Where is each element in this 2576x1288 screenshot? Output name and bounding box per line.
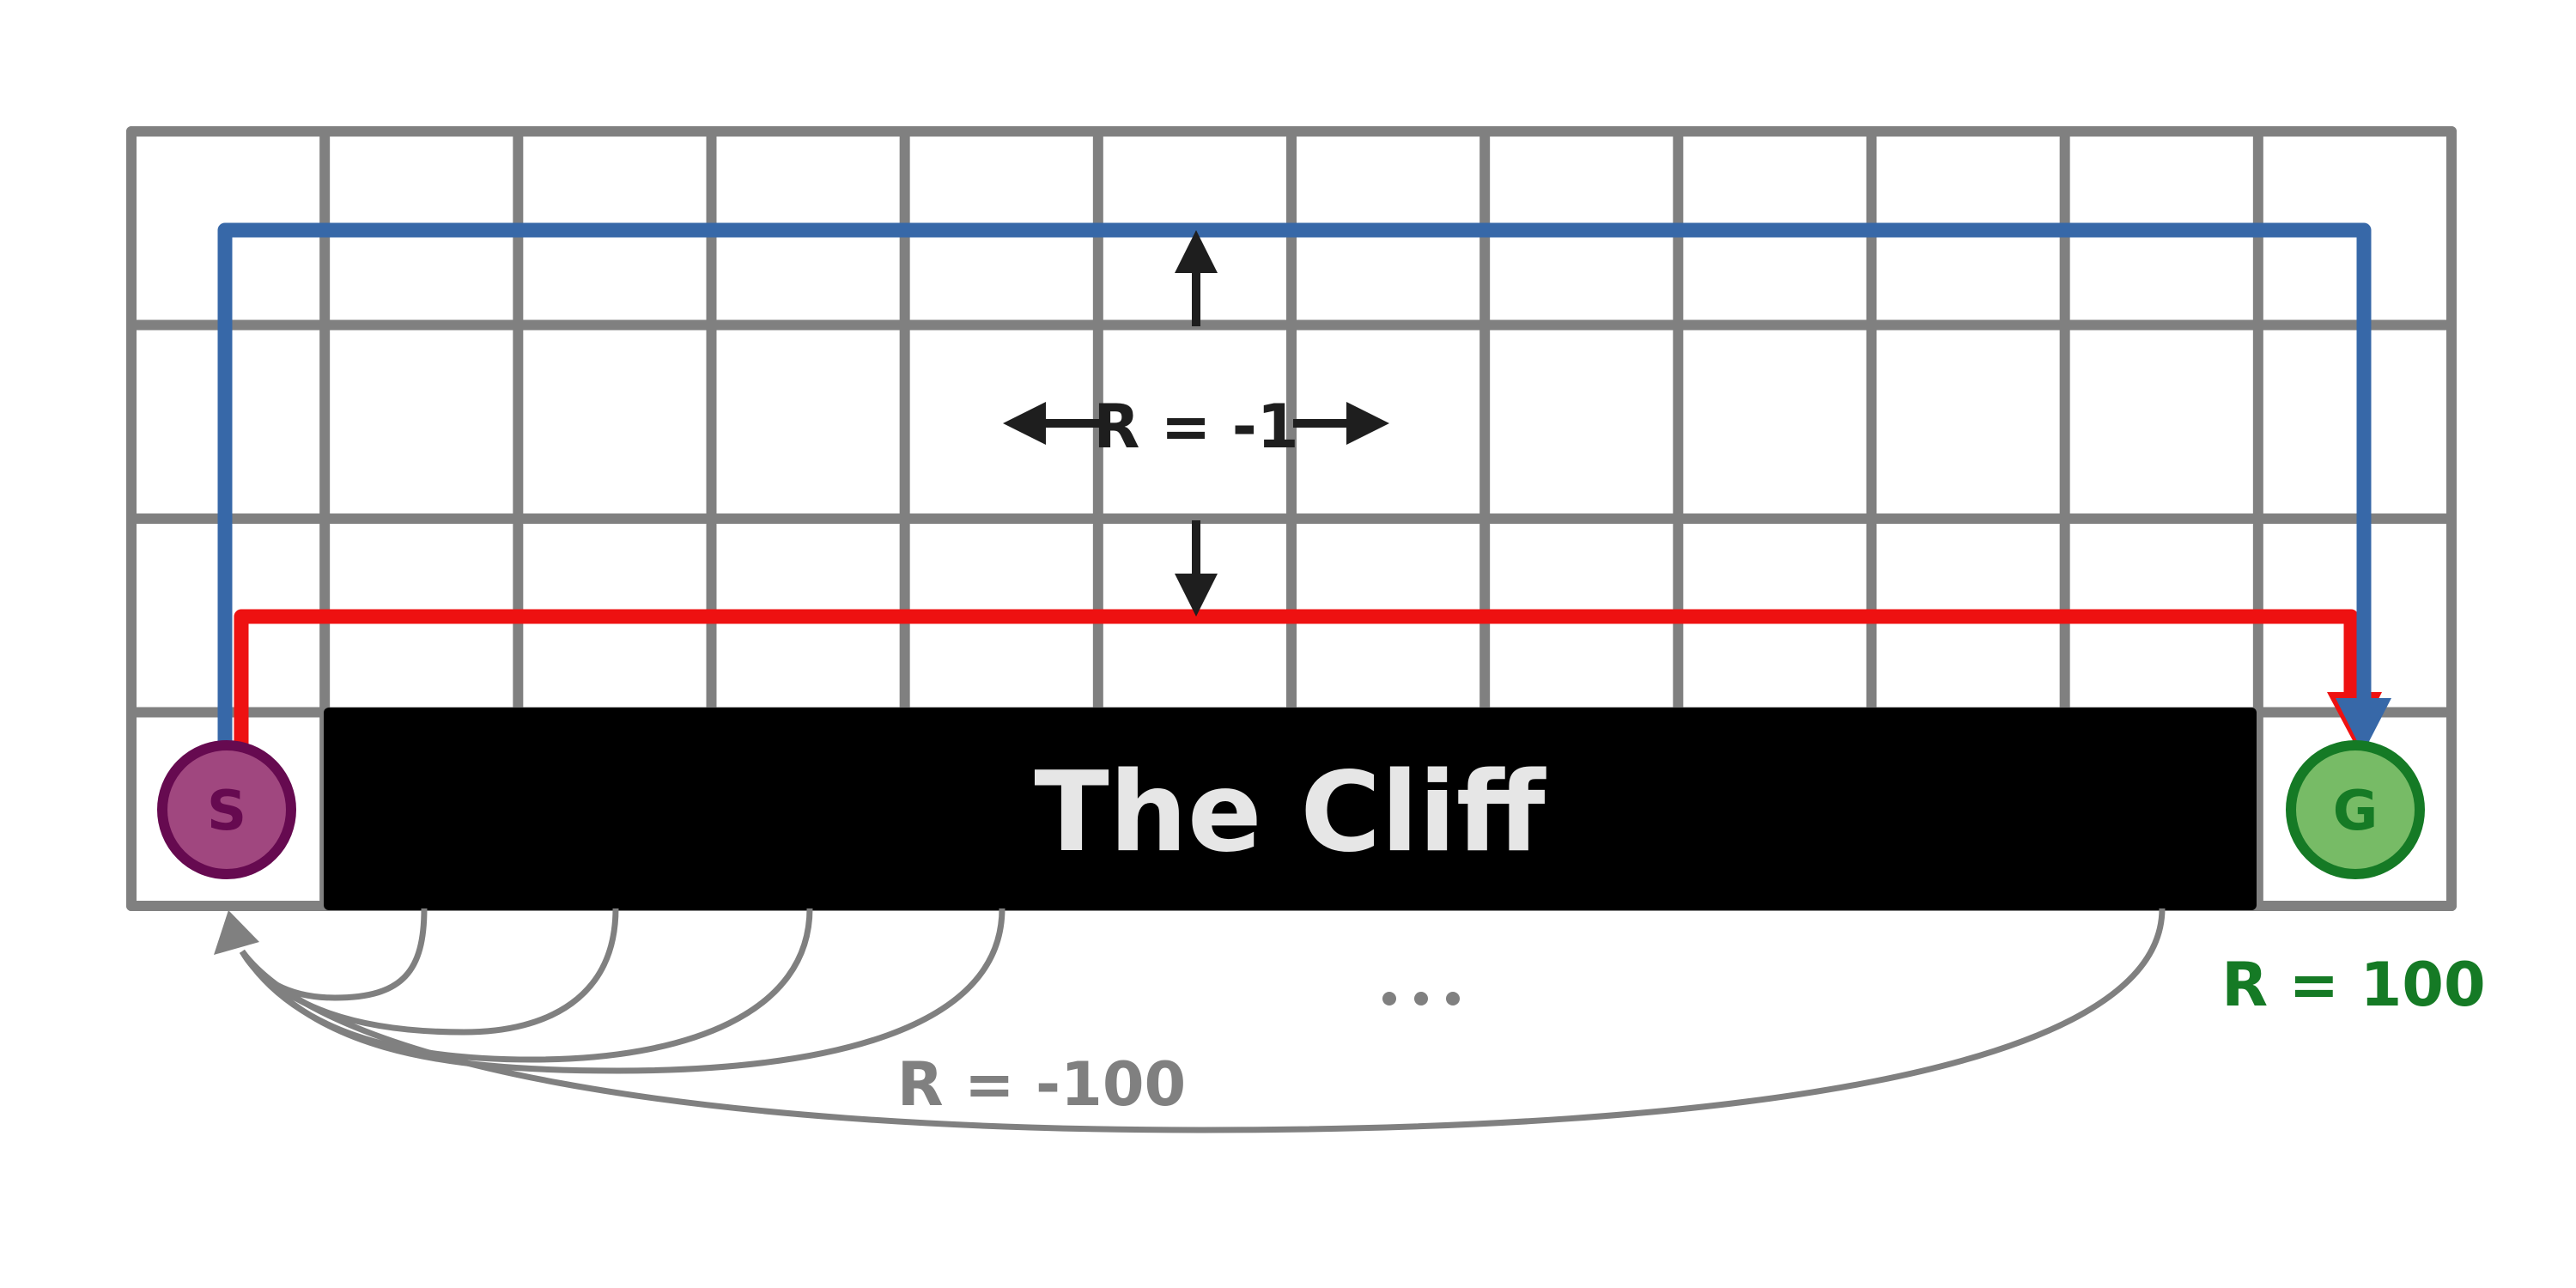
- safe-path-line: [217, 222, 2372, 744]
- step-reward: R = -1: [1003, 230, 1389, 617]
- arrow-left-head: [1003, 402, 1046, 445]
- arrow-right-head: [1346, 402, 1389, 445]
- fall-arrow-4: [240, 908, 1005, 1074]
- start-circle: [157, 740, 296, 879]
- cliff-reward-label: R = -100: [897, 1049, 1186, 1120]
- fall-arrowhead: [214, 910, 259, 955]
- fall-arrow-5: [240, 908, 2166, 1133]
- arrow-down-head: [1175, 574, 1218, 617]
- optimal-path-line: [234, 609, 2359, 745]
- cliff-region: [324, 708, 2257, 910]
- safe-path: [217, 222, 2391, 753]
- arrow-up-head: [1175, 230, 1218, 273]
- goal-state: G: [2286, 740, 2425, 879]
- goal-label: G: [2333, 780, 2379, 843]
- ellipsis-dot: [1446, 992, 1460, 1005]
- safe-path-arrowhead: [2336, 698, 2391, 753]
- cliff-fall-arrows: R = -100: [214, 908, 2166, 1133]
- fall-arrow-3: [240, 908, 813, 1063]
- goal-circle: [2286, 740, 2425, 879]
- fall-arrow-2: [240, 908, 619, 1036]
- step-reward-label: R = -1: [1093, 392, 1298, 462]
- start-label: S: [207, 780, 246, 843]
- ellipsis-dot: [1414, 992, 1428, 1005]
- cliff-label: The Cliff: [1034, 749, 1546, 877]
- goal-reward-label: R = 100: [2221, 950, 2485, 1020]
- ellipsis-dot: [1382, 992, 1396, 1005]
- start-state: S: [157, 740, 296, 879]
